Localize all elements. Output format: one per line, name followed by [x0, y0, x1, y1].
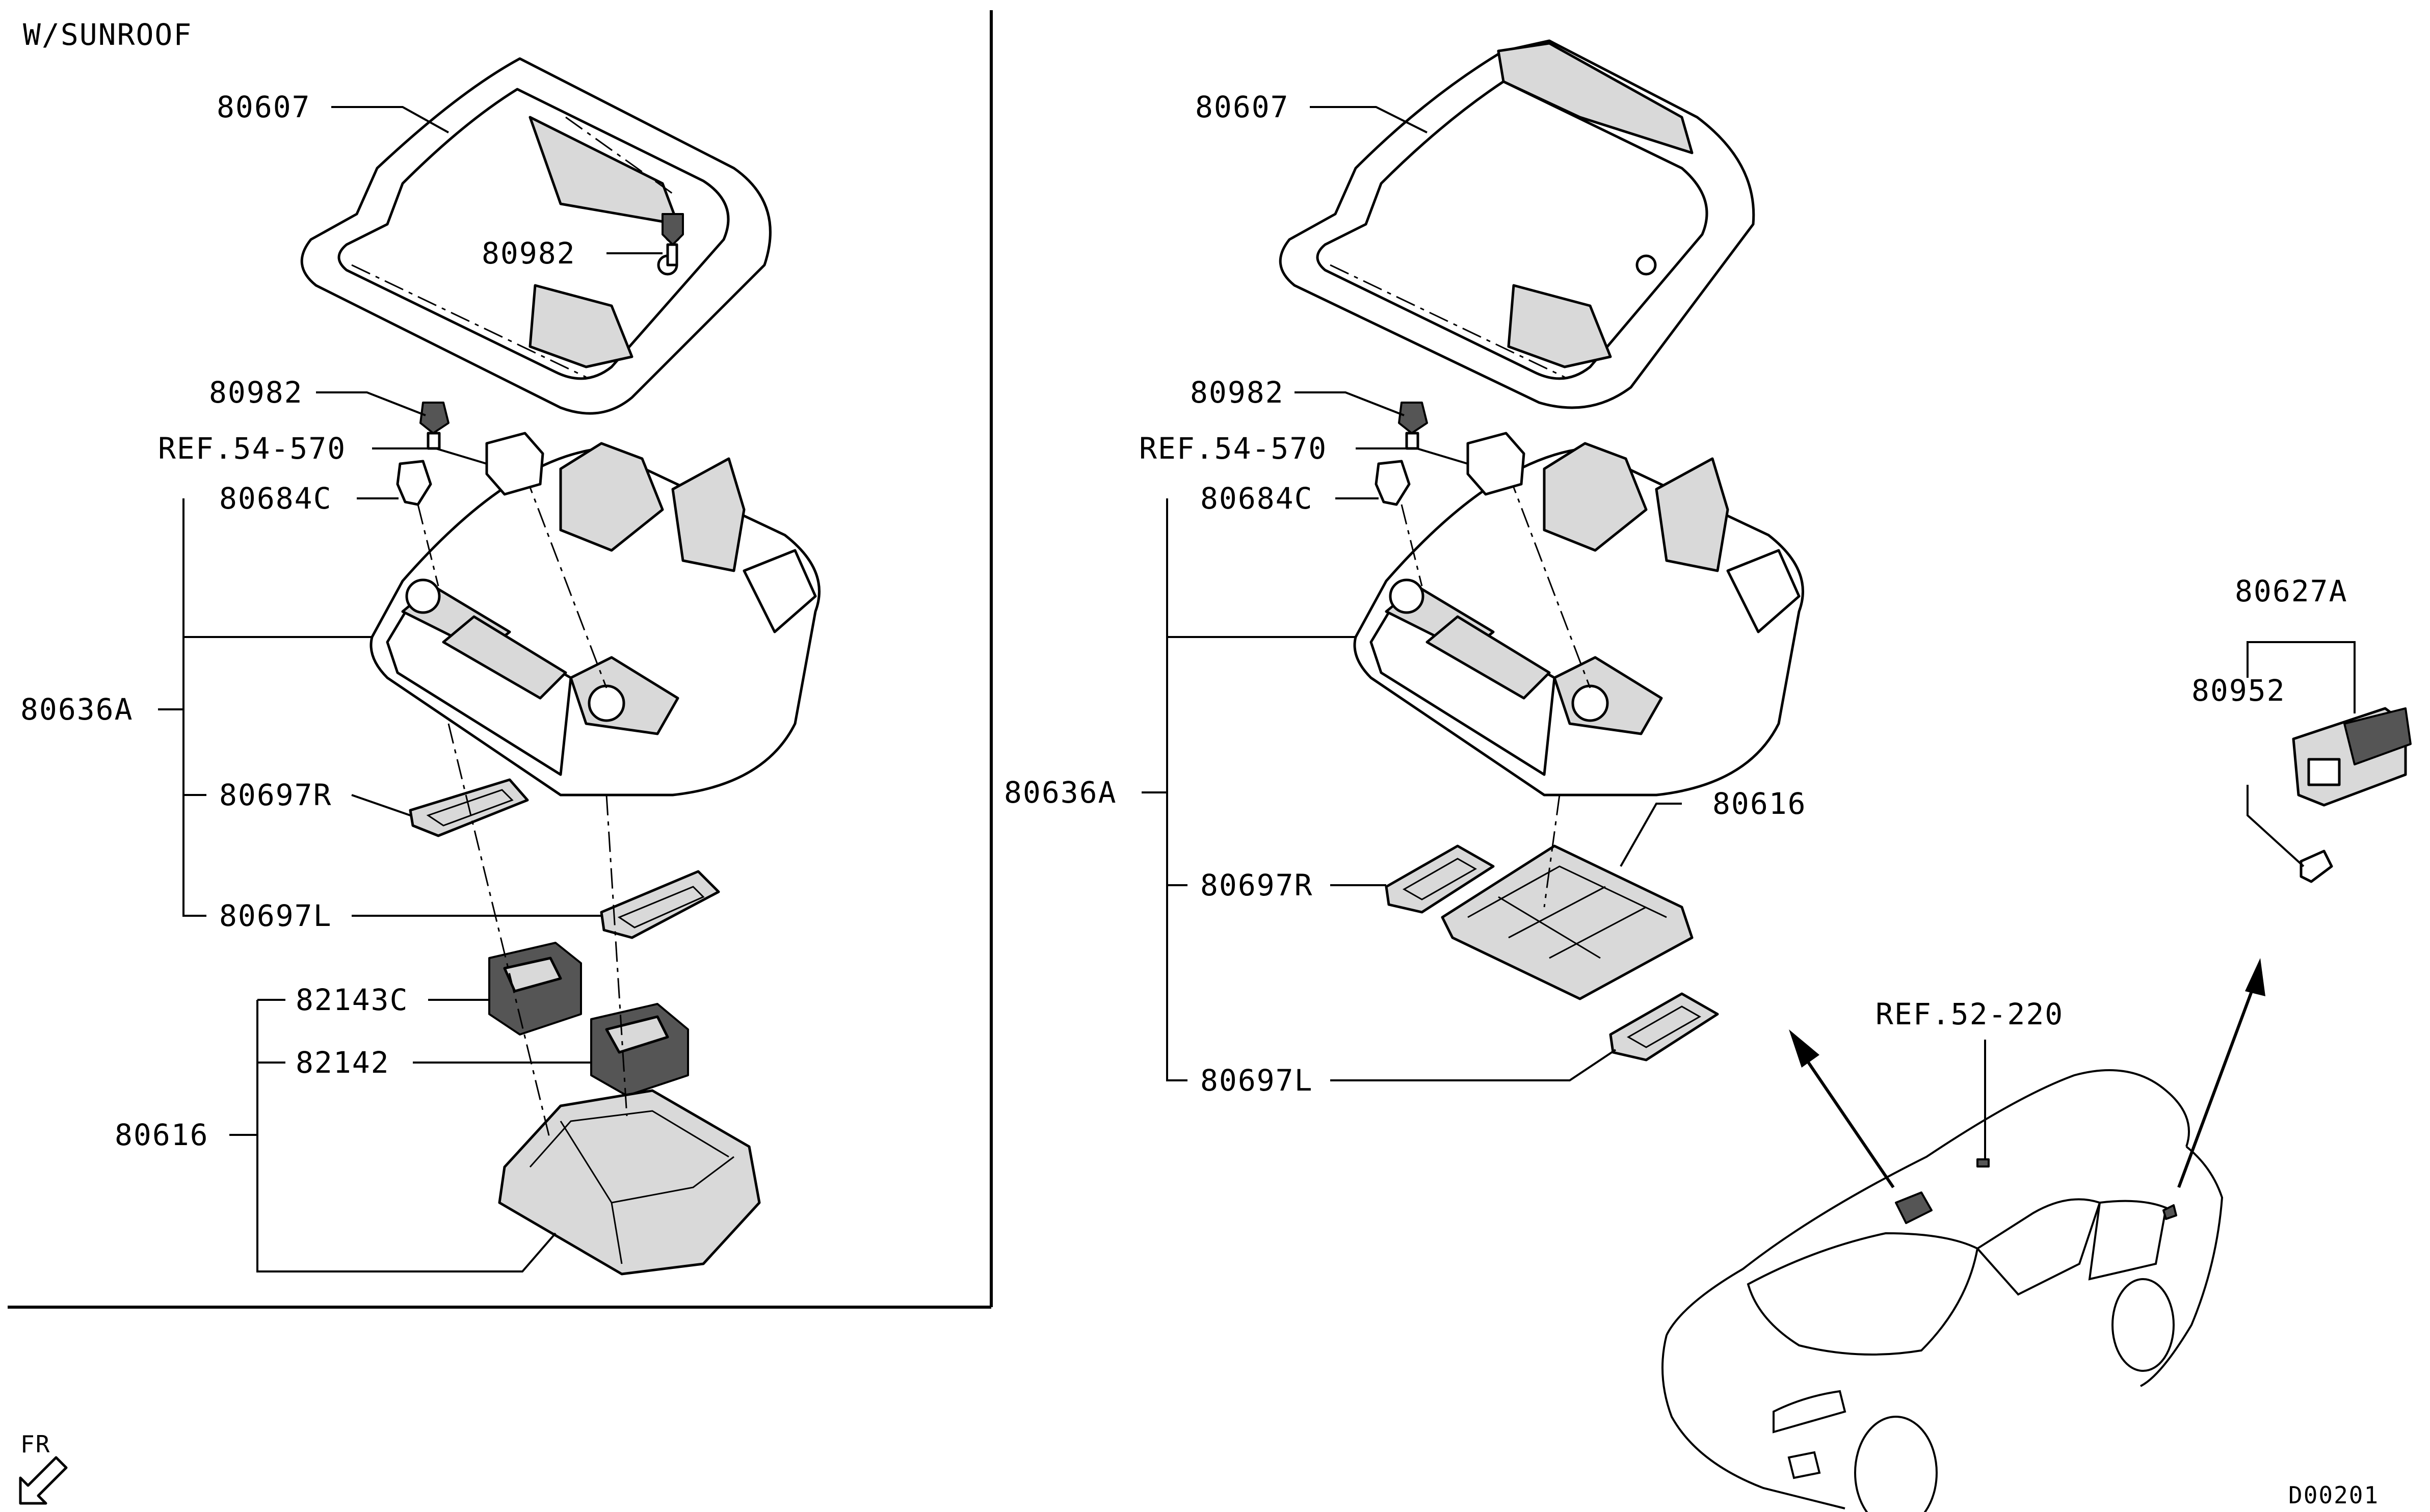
- left-label-80616: 80616: [115, 1118, 209, 1152]
- right-bulb-80952: [2300, 850, 2333, 883]
- right-label-ref-52-220: REF.52-220: [1876, 997, 2064, 1031]
- left-switch-82143c: [488, 942, 582, 1036]
- right-label-80697l: 80697L: [1200, 1063, 1313, 1098]
- left-map-lamp-assembly: [369, 442, 821, 797]
- right-label-80616: 80616: [1712, 786, 1807, 821]
- right-lens-80697l: [1609, 992, 1719, 1062]
- left-lens-80697l: [600, 870, 720, 939]
- left-label-80607: 80607: [217, 90, 311, 124]
- front-label: FR: [20, 1430, 50, 1458]
- right-map-lamp-assembly: [1353, 442, 1804, 797]
- right-label-80982: 80982: [1190, 375, 1284, 410]
- left-label-82142: 82142: [296, 1045, 390, 1080]
- left-screw-80982-top: [662, 213, 684, 267]
- right-label-ref-54-570: REF.54-570: [1139, 431, 1327, 466]
- right-label-80952: 80952: [2191, 673, 2286, 708]
- left-panel-frame: [8, 10, 993, 1309]
- sunroof-heading: W/SUNROOF: [23, 17, 192, 52]
- vehicle-silhouette-icon: [1661, 1069, 2224, 1512]
- left-label-80697r: 80697R: [219, 778, 332, 812]
- left-roof-frame-part: [300, 57, 772, 415]
- right-lamp-80627a: [2292, 707, 2412, 807]
- left-leader-lines: [158, 106, 663, 1272]
- right-leader-lines: [1142, 106, 2356, 1164]
- left-label-80636a: 80636A: [20, 692, 134, 727]
- left-label-ref-54-570: REF.54-570: [158, 431, 346, 466]
- left-label-80982-top: 80982: [482, 236, 576, 271]
- right-bulb-80684c: [1375, 460, 1411, 506]
- right-screw-80982: [1398, 402, 1428, 450]
- right-label-80607: 80607: [1195, 90, 1289, 124]
- left-label-80684c: 80684C: [219, 481, 332, 516]
- left-switch-82142: [590, 1003, 689, 1097]
- left-label-82143c: 82143C: [296, 983, 409, 1017]
- right-label-80636a: 80636A: [1004, 775, 1117, 810]
- left-label-80697l: 80697L: [219, 898, 332, 933]
- right-label-80697r: 80697R: [1200, 868, 1313, 903]
- right-roof-frame-part: [1279, 39, 1755, 409]
- left-screw-80982: [419, 402, 450, 450]
- right-lens-80697r: [1385, 844, 1495, 914]
- right-cover-80616: [1441, 844, 1694, 1000]
- callout-arrows: [1789, 958, 2265, 1188]
- right-label-80684c: 80684C: [1200, 481, 1313, 516]
- right-label-80627a: 80627A: [2235, 574, 2348, 608]
- right-ref-54-570-part: [1466, 432, 1525, 496]
- left-label-80982: 80982: [209, 375, 303, 410]
- left-ref-54-570-part: [485, 432, 544, 496]
- front-direction-arrow-icon: [19, 1456, 68, 1505]
- left-lower-housing-80616: [498, 1089, 761, 1276]
- diagram-code: D00201: [2288, 1481, 2379, 1509]
- left-bulb-80684c: [396, 460, 432, 506]
